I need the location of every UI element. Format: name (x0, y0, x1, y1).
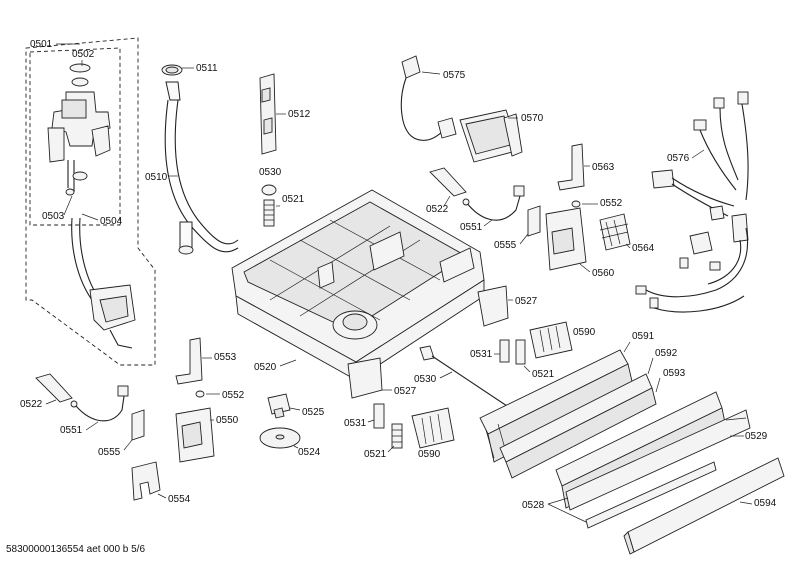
label-0555-a: 0555 (98, 447, 121, 458)
label-0510: 0510 (145, 172, 168, 183)
part-0590-rail-a (529, 321, 573, 359)
part-0504-inlet-hose (71, 217, 136, 349)
document-id: 58300000136554 aet 000 b 5/6 (6, 544, 145, 555)
label-0531-a: 0531 (470, 349, 493, 360)
label-0551-b: 0551 (460, 222, 483, 233)
label-0503: 0503 (42, 211, 65, 222)
label-0528: 0528 (522, 500, 545, 511)
part-0552-screw-right (571, 200, 581, 208)
label-0550: 0550 (216, 415, 239, 426)
label-0564: 0564 (632, 243, 655, 254)
part-0525-switch (267, 393, 291, 419)
label-0575: 0575 (443, 70, 466, 81)
label-0522-a: 0522 (20, 399, 43, 410)
label-0552-a: 0552 (222, 390, 245, 401)
group-0501 (25, 37, 156, 366)
part-0594-plinth (623, 457, 785, 555)
part-0555-clip-left (131, 409, 145, 441)
part-0563-hinge-bracket (557, 143, 585, 191)
part-0524-disc (259, 427, 301, 449)
label-0555-b: 0555 (494, 240, 517, 251)
part-0555-clip-right (527, 205, 541, 237)
part-0502-aquastop-valve (47, 63, 111, 196)
label-0563: 0563 (592, 162, 615, 173)
label-0560: 0560 (592, 268, 615, 279)
part-0592-panel (499, 373, 657, 479)
label-0590-b: 0590 (418, 449, 441, 460)
part-0553-hinge-bracket-left (175, 337, 203, 385)
part-0560-hinge-plate (545, 207, 587, 271)
label-0522-b: 0522 (426, 204, 449, 215)
part-0522-spring-left (35, 373, 73, 403)
part-0590-rail-b (411, 407, 455, 449)
part-0576-wire-harness (635, 91, 749, 313)
part-0527-bumper-a (477, 285, 509, 327)
label-0520: 0520 (254, 362, 277, 373)
part-0531-foot-a (499, 339, 526, 365)
part-0522-spring-right (429, 167, 467, 197)
label-0525: 0525 (302, 407, 325, 418)
part-0530-foot-cap (261, 184, 277, 196)
label-0504: 0504 (100, 216, 123, 227)
part-0521-foot-b (391, 423, 403, 449)
label-0529: 0529 (745, 431, 768, 442)
label-0554: 0554 (168, 494, 191, 505)
label-0521-a: 0521 (282, 194, 305, 205)
label-0530-a: 0530 (259, 167, 282, 178)
label-0531-b: 0531 (344, 418, 367, 429)
label-0501: 0501 (30, 39, 53, 50)
part-0564-basket (599, 213, 631, 251)
part-0570-control-module (459, 109, 523, 163)
part-0528-strip (585, 461, 717, 529)
label-0502: 0502 (72, 49, 95, 60)
label-0552-b: 0552 (600, 198, 623, 209)
label-0521-c: 0521 (364, 449, 387, 460)
label-0512: 0512 (288, 109, 311, 120)
label-0521-b: 0521 (532, 369, 555, 380)
part-0512-bracket (259, 73, 277, 155)
part-0531-foot-b (373, 403, 385, 429)
label-0593: 0593 (663, 368, 686, 379)
label-0551-a: 0551 (60, 425, 83, 436)
label-0592: 0592 (655, 348, 678, 359)
label-0553: 0553 (214, 352, 237, 363)
part-0527-bumper-b (347, 357, 383, 399)
label-0590-a: 0590 (573, 327, 596, 338)
part-0551-cable-right (462, 185, 525, 221)
part-0521-foot-screw (263, 199, 275, 227)
part-0575-power-cord (400, 55, 457, 141)
label-0511: 0511 (196, 63, 218, 74)
label-0576: 0576 (667, 153, 690, 164)
label-0570: 0570 (521, 113, 544, 124)
label-0591: 0591 (632, 331, 655, 342)
part-0550-hinge-plate-left (175, 407, 215, 463)
label-0524: 0524 (298, 447, 321, 458)
part-0554-bracket-left (131, 461, 161, 501)
part-0529-panel (565, 409, 751, 511)
label-0530-b: 0530 (414, 374, 437, 385)
label-0527-a: 0527 (515, 296, 538, 307)
part-0510-drain-hose (164, 81, 239, 255)
label-0527-b: 0527 (394, 386, 417, 397)
label-0594: 0594 (754, 498, 777, 509)
part-0520-base-frame (231, 189, 485, 381)
part-0551-cable-left (70, 385, 129, 422)
part-0511-hose-clamp (161, 64, 183, 76)
part-0552-screw-left (195, 390, 205, 398)
